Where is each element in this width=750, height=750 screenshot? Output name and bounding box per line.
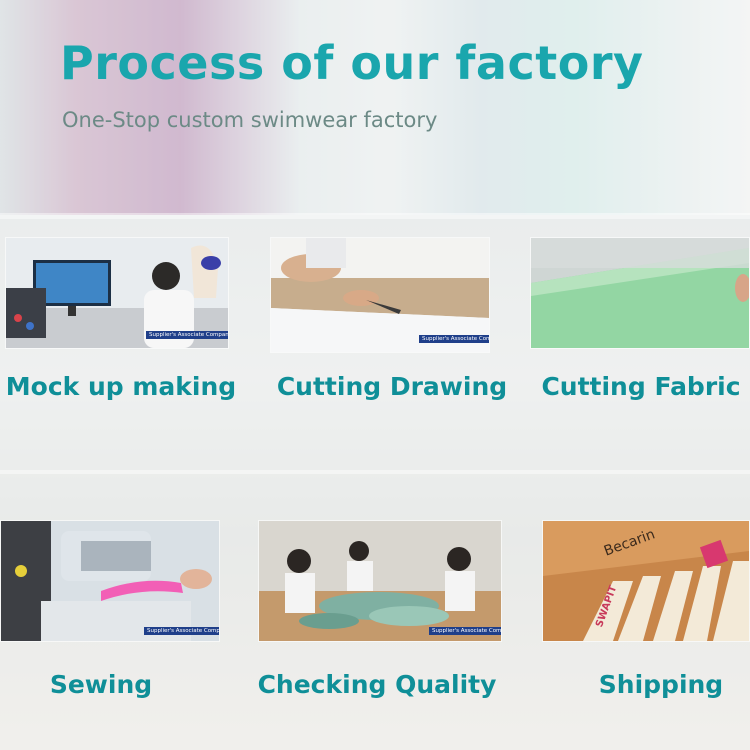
step-label-mock-up-making: Mock up making [5, 372, 237, 401]
photo-sewing: Supplier's Associate Company [0, 520, 220, 642]
photo-watermark: Supplier's Associate Company [419, 335, 489, 343]
photo-watermark: Supplier's Associate Company [429, 627, 501, 635]
photo-cutting-drawing: Supplier's Associate Company [270, 237, 490, 353]
background-stripe [0, 470, 750, 474]
page-title: Process of our factory [60, 36, 644, 90]
step-label-sewing: Sewing [49, 670, 153, 699]
page-subtitle: One-Stop custom swimwear factory [62, 108, 438, 132]
photo-watermark: Supplier's Associate Company [146, 331, 228, 339]
step-label-shipping: Shipping [598, 670, 724, 699]
photo-shipping: Becarin SWAPIT [542, 520, 750, 642]
step-label-checking-quality: Checking Quality [257, 670, 497, 699]
photo-mock-up-making: Supplier's Associate Company [5, 237, 229, 349]
photo-checking-quality: Supplier's Associate Company [258, 520, 502, 642]
photo-watermark: Supplier's Associate Company [144, 627, 219, 635]
step-label-cutting-drawing: Cutting Drawing [276, 372, 508, 401]
background-stripe [0, 213, 750, 219]
step-label-cutting-fabric: Cutting Fabric [541, 372, 741, 401]
photo-cutting-fabric [530, 237, 750, 349]
background-top-band [0, 0, 750, 215]
